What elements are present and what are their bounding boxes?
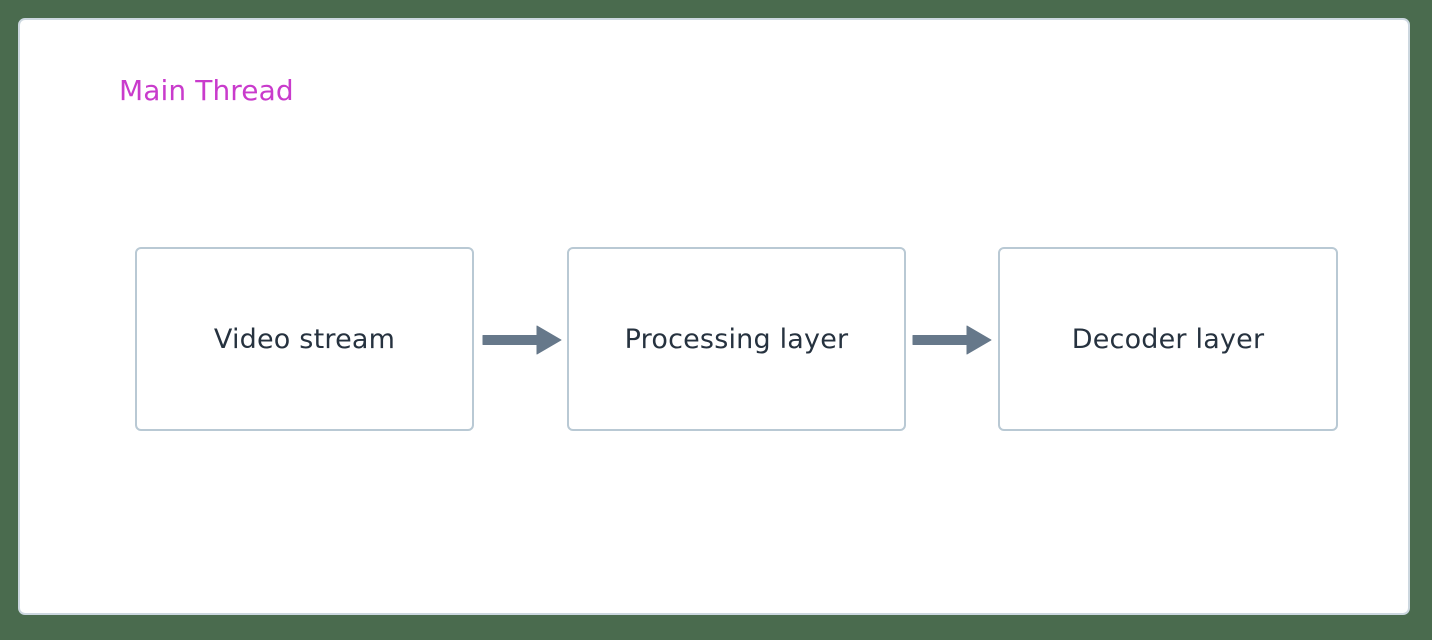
node-decoder-layer[interactable]: Decoder layer (998, 247, 1338, 431)
node-video-stream[interactable]: Video stream (135, 247, 474, 431)
node-label-decoder-layer: Decoder layer (1071, 323, 1265, 355)
node-processing-layer[interactable]: Processing layer (567, 247, 906, 431)
node-label-video-stream: Video stream (213, 323, 396, 355)
cluster-main-thread: Main Thread Video stream Processing laye… (18, 18, 1410, 615)
edge-video-stream-to-processing-layer (475, 320, 569, 360)
node-label-processing-layer: Processing layer (624, 323, 849, 355)
cluster-title-main-thread: Main Thread (119, 74, 294, 107)
arrow-right-icon (912, 325, 992, 355)
edge-processing-layer-to-decoder-layer (905, 320, 1000, 360)
arrow-right-icon (482, 325, 562, 355)
